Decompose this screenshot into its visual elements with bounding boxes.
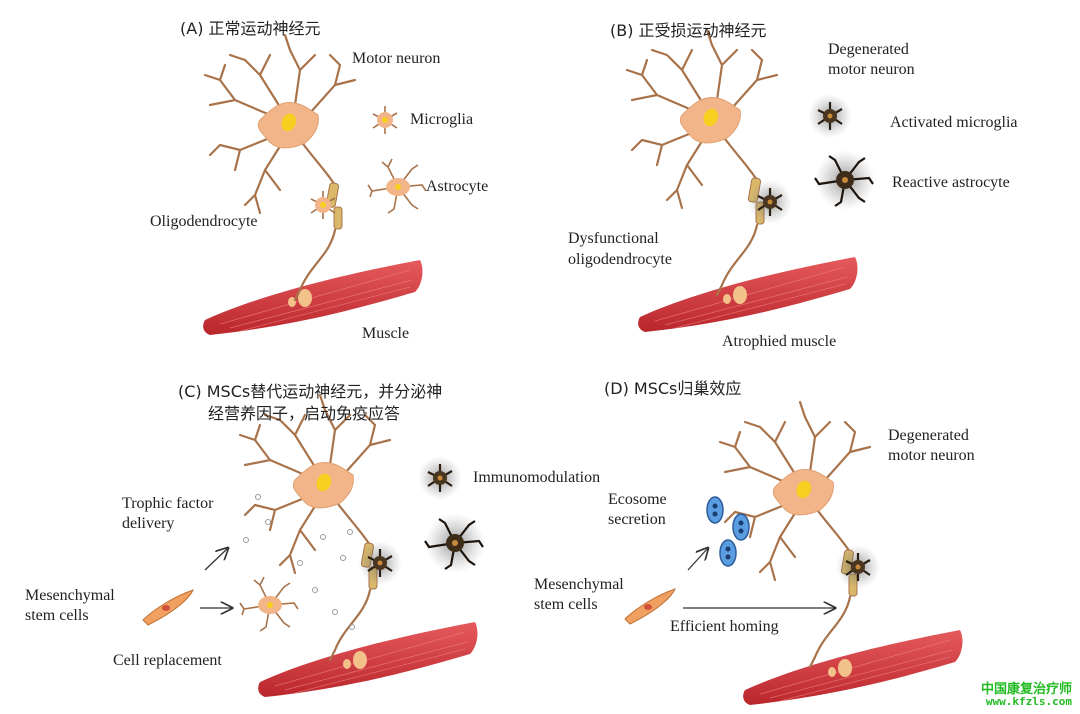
label-msc-1: Mesenchymal	[534, 576, 624, 593]
vesicle-icon	[732, 513, 750, 541]
vesicle-icon	[706, 496, 724, 524]
panel-d-art	[624, 400, 963, 706]
motor-neuron-icon	[238, 393, 392, 662]
reactive-astrocyte-icon	[813, 148, 877, 212]
label-activated-microglia: Activated microglia	[890, 114, 1018, 131]
panel-a-art	[202, 33, 427, 336]
label-msc-2: stem cells	[534, 596, 598, 613]
label-msc-1: Mesenchymal	[25, 587, 115, 604]
muscle-icon	[742, 629, 963, 706]
label-degenerated-1: Degenerated	[828, 41, 909, 58]
panel-d-title: (D) MSCs归巢效应	[604, 379, 742, 398]
panel-c-art	[142, 393, 487, 698]
microglia-icon	[372, 105, 398, 135]
label-msc-2: stem cells	[25, 607, 89, 624]
panel-c-title-1: (C) MSCs替代运动神经元，并分泌神	[178, 382, 443, 401]
astrocyte-icon	[367, 158, 427, 214]
label-trophic-1: Trophic factor	[122, 495, 214, 512]
microglia-icon	[416, 454, 464, 502]
label-reactive-astrocyte: Reactive astrocyte	[892, 174, 1010, 191]
label-ecosome-2: secretion	[608, 511, 666, 528]
label-astrocyte: Astrocyte	[426, 178, 489, 195]
panel-a-title: (A) 正常运动神经元	[180, 19, 321, 38]
label-ecosome-1: Ecosome	[608, 491, 667, 508]
label-oligodendrocyte: Oligodendrocyte	[150, 213, 258, 230]
label-degenerated-2: motor neuron	[828, 61, 915, 78]
label-motor-neuron: Motor neuron	[352, 50, 441, 67]
label-degenerated-2: motor neuron	[888, 447, 975, 464]
astrocyte-icon	[423, 511, 487, 575]
activated-microglia-icon	[806, 92, 854, 140]
vesicle-icon	[719, 539, 737, 567]
msc-icon	[624, 588, 676, 625]
watermark-line2: www.kfzls.com	[985, 695, 1072, 708]
label-microglia: Microglia	[410, 111, 474, 128]
replacement-cell-icon	[239, 576, 299, 632]
label-efficient-homing: Efficient homing	[670, 618, 779, 635]
label-degenerated-1: Degenerated	[888, 427, 969, 444]
label-cell-replacement: Cell replacement	[113, 652, 222, 669]
panel-c-title-2: 经营养因子，启动免疫应答	[208, 404, 401, 423]
msc-icon	[142, 589, 194, 626]
label-trophic-2: delivery	[122, 515, 175, 532]
motor-neuron-icon	[203, 33, 357, 302]
label-atrophied-muscle: Atrophied muscle	[722, 333, 837, 350]
dysfunctional-oligodendrocyte-icon	[746, 178, 794, 226]
label-muscle: Muscle	[362, 325, 410, 342]
panel-b-title: (B) 正受损运动神经元	[610, 21, 767, 40]
label-dysfunctional-2: oligodendrocyte	[568, 251, 672, 268]
label-dysfunctional-1: Dysfunctional	[568, 230, 659, 247]
muscle-icon	[257, 621, 478, 698]
arrow-icon	[204, 548, 228, 571]
oligodendrocyte-icon	[834, 543, 882, 591]
arrow-icon	[687, 548, 708, 571]
watermark-line1: 中国康复治疗师	[980, 682, 1072, 697]
label-immunomodulation: Immunomodulation	[473, 469, 601, 486]
trophic-factor-dots	[243, 494, 355, 630]
oligodendrocyte-icon	[356, 539, 404, 587]
